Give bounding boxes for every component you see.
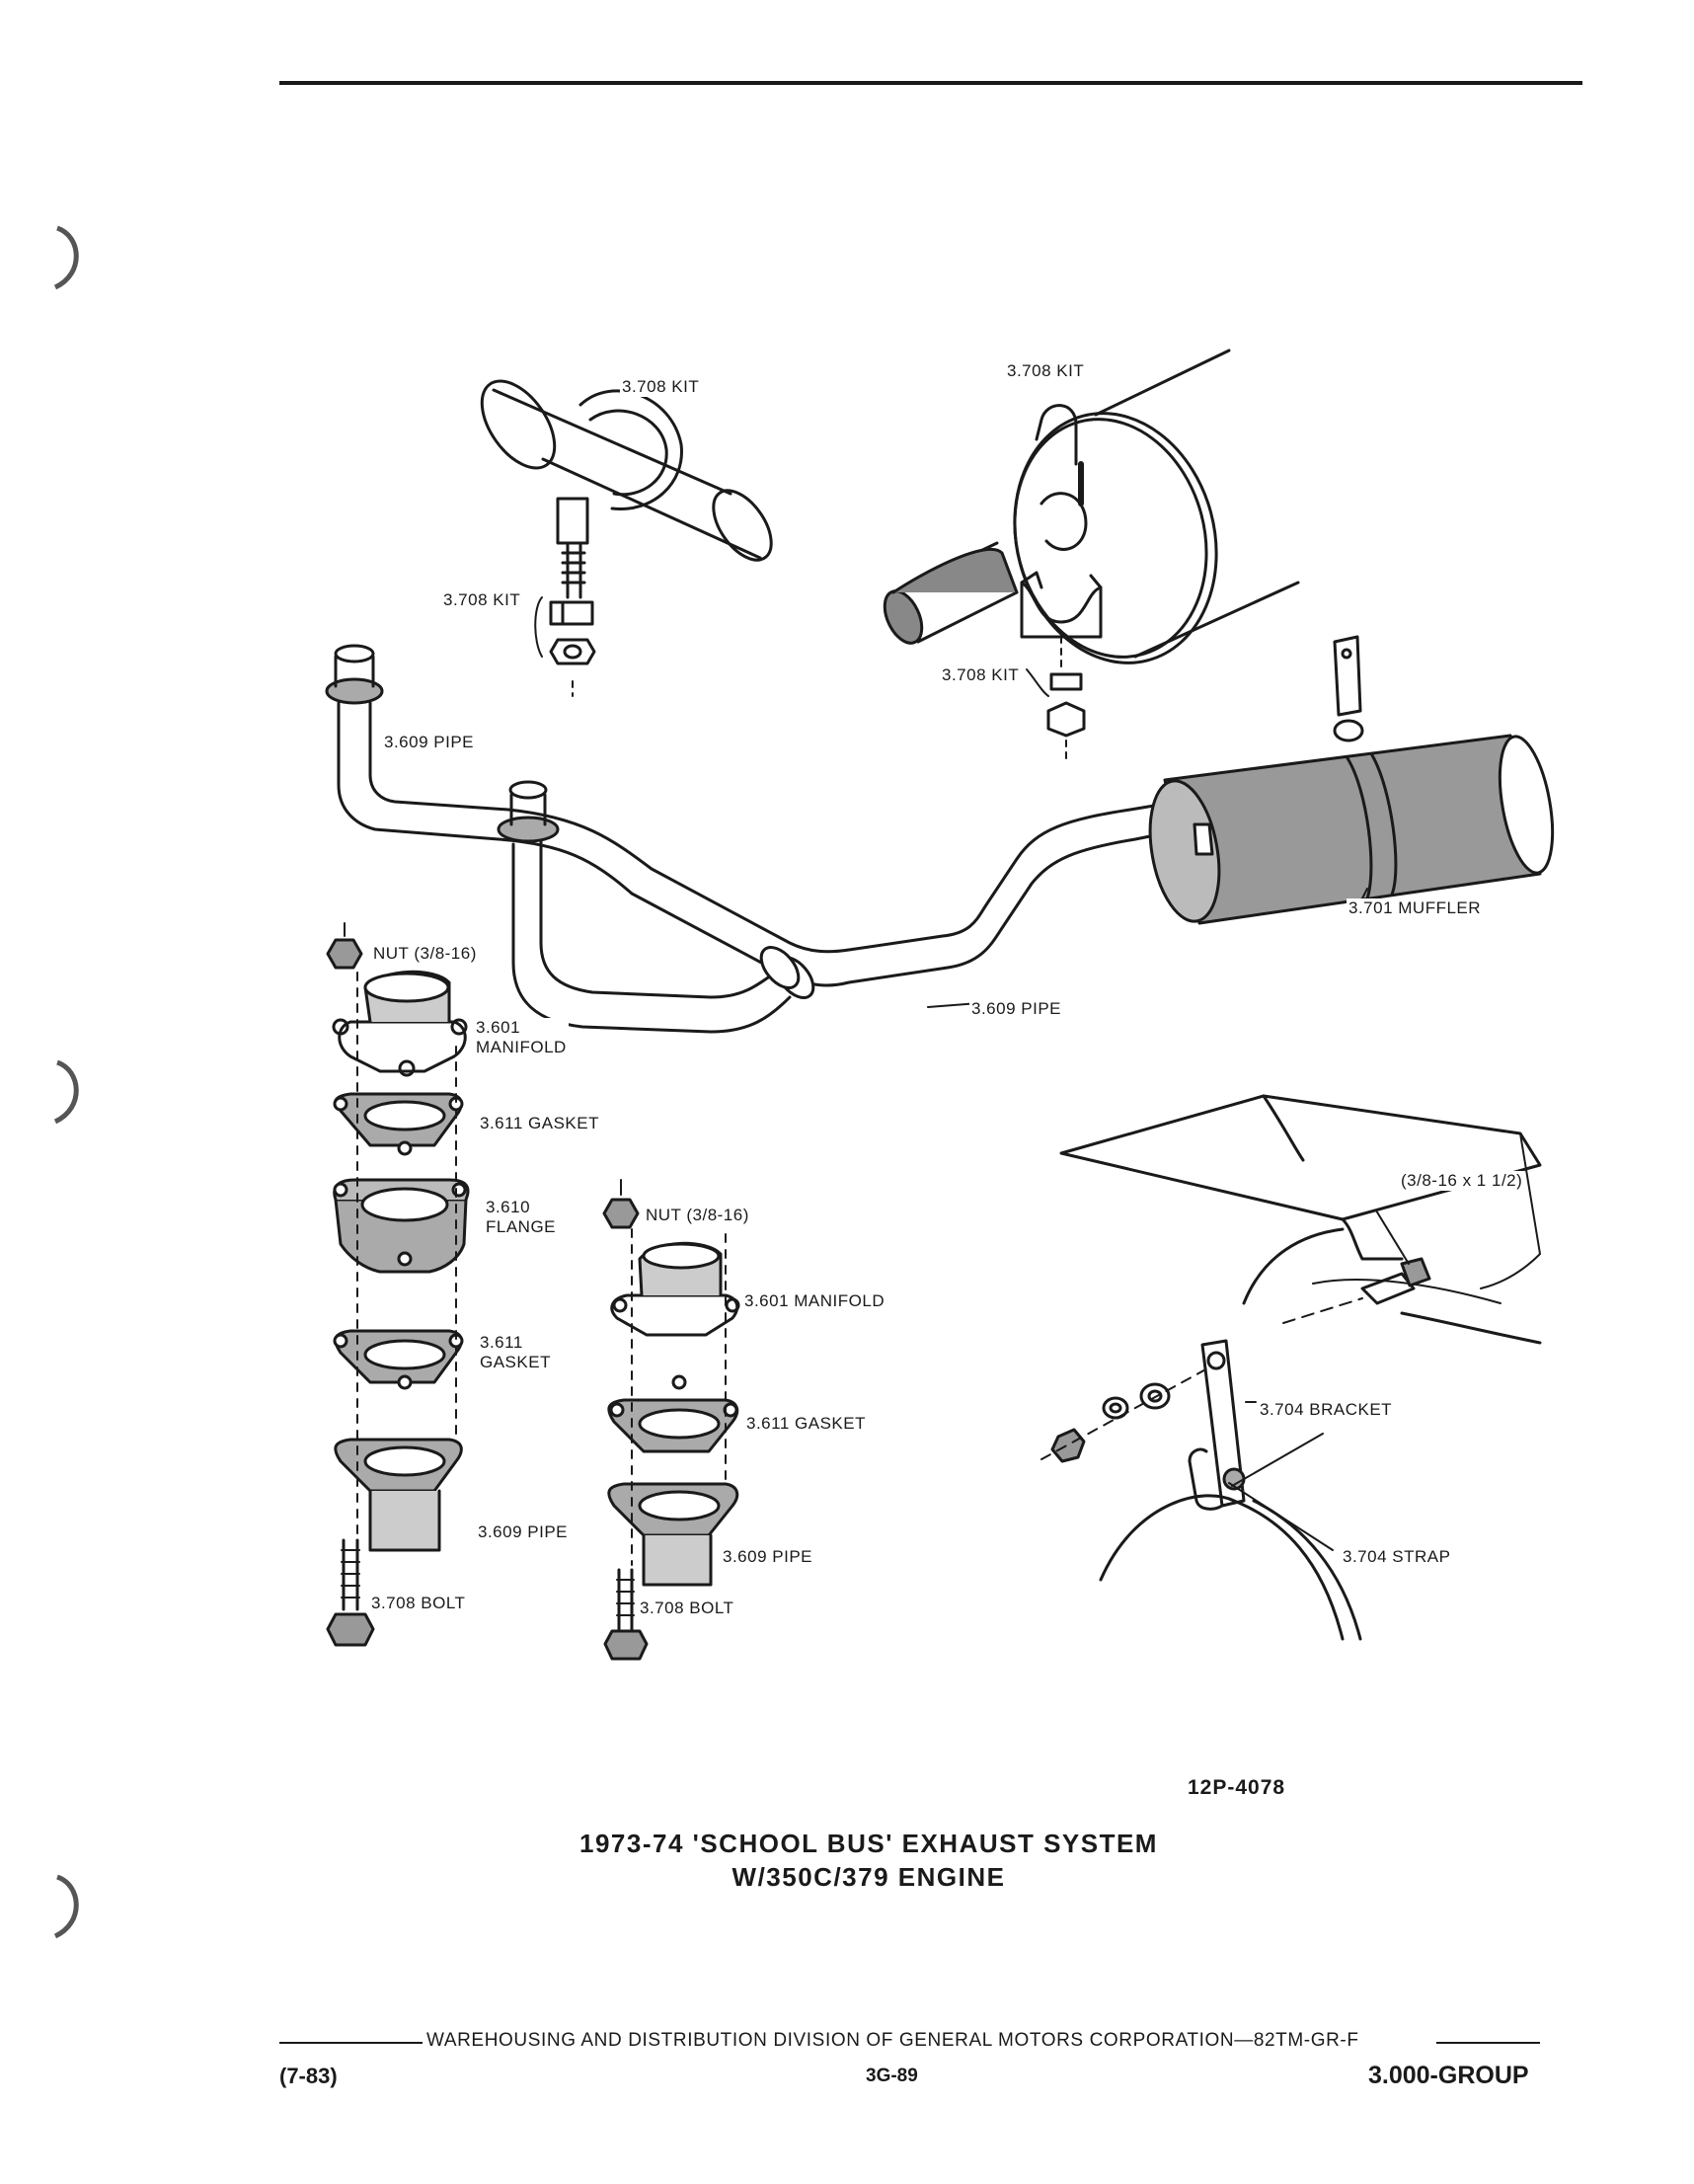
label-bracket: 3.704 BRACKET [1258,1400,1395,1420]
label-pipe-left: 3.609 PIPE [382,733,477,752]
left-exploded-stack [326,922,470,1647]
figure-title-line-2: W/350C/379 ENGINE [732,1862,1006,1892]
footer-rule-right [1436,2042,1540,2044]
label-pipe-left-stack: 3.609 PIPE [476,1522,571,1542]
label-bolt-left: 3.708 BOLT [369,1594,468,1613]
label-kit-upper-left: 3.708 KIT [620,377,702,397]
center-exploded-stack [602,1179,740,1661]
label-kit-left-clamp: 3.708 KIT [441,590,523,610]
label-gasket-left-bottom: 3.611 GASKET [478,1333,553,1372]
exhaust-system-diagram [325,349,1555,1661]
upper-left-clamp-detail [480,379,773,697]
label-pipe-center-stack: 3.609 PIPE [721,1547,815,1567]
footer-page-number: 3G-89 [866,2066,918,2086]
binder-hole-mark [49,222,89,291]
label-muffler: 3.701 MUFFLER [1347,898,1484,918]
label-bolt-center: 3.708 BOLT [638,1599,736,1618]
label-manifold-left: 3.601 MANIFOLD [474,1018,569,1057]
binder-hole-mark [49,1871,89,1940]
figure-title: 1973-74 'SCHOOL BUS' EXHAUST SYSTEM W/35… [494,1827,1244,1894]
label-leader-lines [927,888,1410,1551]
header-rule [279,81,1582,85]
label-gasket-left-top: 3.611 GASKET [478,1114,601,1133]
footer-date: (7-83) [279,2064,338,2088]
label-pipe-center: 3.609 PIPE [969,999,1064,1019]
label-gasket-center: 3.611 GASKET [744,1414,868,1434]
muffler-body [1148,635,1555,925]
footer-division: WAREHOUSING AND DISTRIBUTION DIVISION OF… [426,2030,1359,2051]
label-bolt-spec: (3/8-16 x 1 1/2) [1399,1171,1525,1191]
label-strap: 3.704 STRAP [1341,1547,1453,1567]
upper-right-hanger-detail [883,349,1300,761]
footer-rule-left [279,2042,423,2044]
footer-group: 3.000-GROUP [1368,2062,1529,2089]
bracket-strap-detail [1040,1094,1542,1641]
label-nut-center: NUT (3/8-16) [644,1206,751,1225]
label-kit-upper-right: 3.708 KIT [1005,361,1087,381]
figure-title-line-1: 1973-74 'SCHOOL BUS' EXHAUST SYSTEM [579,1829,1158,1858]
label-flange-left: 3.610 FLANGE [484,1198,559,1237]
label-manifold-center: 3.601 MANIFOLD [742,1291,887,1311]
binder-hole-mark [49,1056,89,1126]
exhaust-pipe-assembly [325,644,1162,1034]
label-kit-right-hanger: 3.708 KIT [940,665,1022,685]
label-nut-left: NUT (3/8-16) [371,944,479,964]
figure-id: 12P-4078 [1188,1776,1286,1799]
